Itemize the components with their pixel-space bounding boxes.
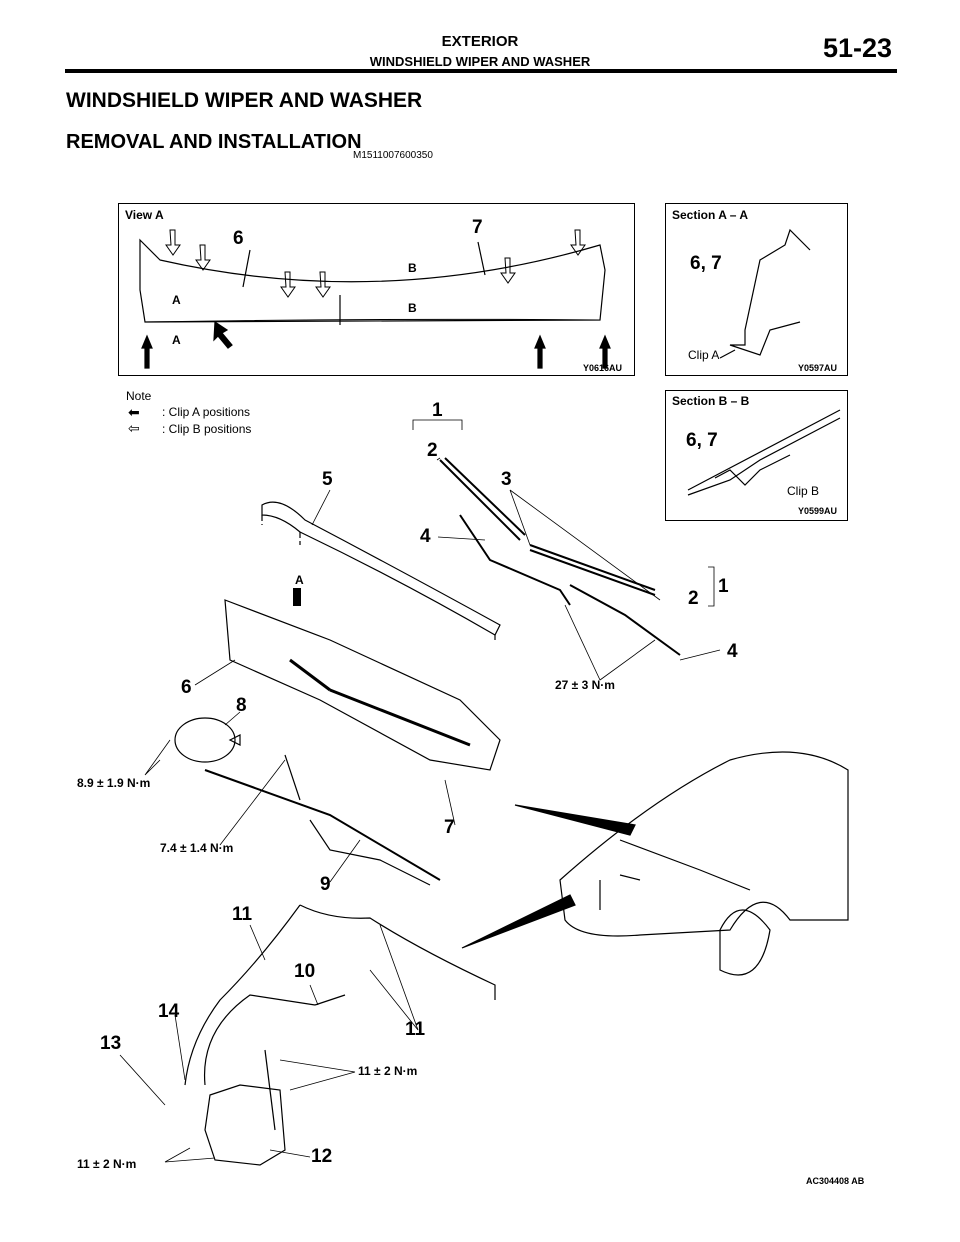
section-title: REMOVAL AND INSTALLATION [66, 131, 362, 153]
callout-2: 2 [427, 440, 438, 461]
view-a-label-6: 6 [233, 228, 244, 249]
clip-b-arrow-icon: ⇦ [128, 420, 140, 436]
view-a-arrow-icon [293, 588, 301, 606]
view-a-figure-code: Y0616AU [583, 363, 623, 373]
callout-10: 10 [294, 961, 316, 982]
view-a-label-b2: B [408, 301, 417, 315]
callout-14: 14 [158, 1001, 180, 1022]
callout-12: 12 [311, 1146, 333, 1167]
callout-2-right: 2 [688, 588, 699, 609]
callout-4: 4 [420, 526, 431, 547]
section-bb-figure-code: Y0599AU [798, 506, 838, 516]
callout-11-lower: 11 [405, 1019, 426, 1040]
clip-a-arrow-icon: ⬅ [128, 404, 140, 420]
section-bb-title: Section B – B [672, 394, 750, 408]
torque-8-9: 8.9 ± 1.9 N·m [77, 776, 151, 790]
section-bb-panel [665, 390, 848, 521]
section-aa-part: 6, 7 [690, 253, 722, 274]
header-section: EXTERIOR [441, 33, 519, 50]
doc-code: M1511007600350 [353, 150, 433, 161]
callout-6: 6 [181, 677, 192, 698]
view-a-panel [118, 203, 635, 376]
section-aa-panel [665, 203, 848, 376]
view-a-label-a1: A [172, 293, 181, 307]
clip-a-arrows [141, 320, 611, 369]
callout-1: 1 [432, 400, 443, 421]
callout-8: 8 [236, 695, 247, 716]
view-a-label-a2: A [172, 333, 181, 347]
note-title: Note [126, 389, 152, 403]
page-number: 51-23 [822, 33, 892, 63]
header-rule [65, 69, 897, 73]
section-bb-part: 6, 7 [686, 430, 718, 451]
torque-11-upper: 11 ± 2 N·m [358, 1064, 418, 1078]
torque-27: 27 ± 3 N·m [555, 678, 615, 692]
view-a-label-b1: B [408, 261, 417, 275]
callout-7: 7 [444, 817, 455, 838]
callout-1-right: 1 [718, 576, 729, 597]
header-subsection: WINDSHIELD WIPER AND WASHER [369, 54, 591, 69]
section-aa-clip: Clip A [688, 348, 720, 362]
callout-9: 9 [320, 874, 331, 895]
section-bb-clip: Clip B [787, 484, 820, 498]
callout-13: 13 [100, 1033, 122, 1054]
callout-5: 5 [322, 469, 333, 490]
figure-code: AC304408 AB [806, 1176, 865, 1186]
view-a-title: View A [125, 208, 164, 222]
torque-11-lower: 11 ± 2 N·m [77, 1157, 137, 1171]
callout-11: 11 [232, 904, 253, 925]
note-clip-a: : Clip A positions [162, 405, 251, 419]
note-clip-b: : Clip B positions [162, 422, 252, 436]
callout-4-right: 4 [727, 641, 738, 662]
callout-3: 3 [501, 469, 512, 490]
section-aa-title: Section A – A [672, 208, 749, 222]
view-a-label-7: 7 [472, 217, 483, 238]
clip-b-arrows [165, 229, 586, 298]
page-title: WINDSHIELD WIPER AND WASHER [66, 89, 423, 112]
section-aa-figure-code: Y0597AU [798, 363, 838, 373]
torque-7-4: 7.4 ± 1.4 N·m [160, 841, 234, 855]
callout-view-a: A [295, 573, 304, 587]
